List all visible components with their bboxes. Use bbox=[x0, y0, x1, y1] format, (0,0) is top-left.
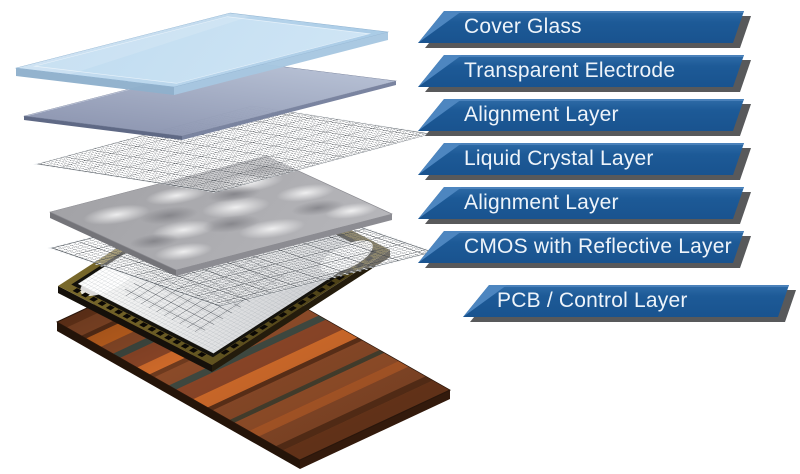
banner-label: Liquid Crystal Layer bbox=[464, 147, 654, 170]
banner-label: Alignment Layer bbox=[464, 103, 619, 126]
electrode-side-right bbox=[182, 81, 396, 140]
banner-ribbon bbox=[418, 143, 744, 175]
glass-top-face bbox=[14, 12, 390, 88]
cmos-side-left bbox=[58, 286, 212, 372]
banner-fold-accent bbox=[418, 231, 462, 263]
banner-fold-accent bbox=[418, 187, 462, 219]
banner-fold-accent bbox=[418, 55, 462, 87]
banner-label: Alignment Layer bbox=[464, 191, 619, 214]
banner-alignment-layer-top: Alignment Layer bbox=[418, 99, 751, 136]
alignment-mesh-top-graphic bbox=[33, 104, 435, 194]
banner-alignment-layer-bottom: Alignment Layer bbox=[418, 187, 751, 224]
liquid-crystal-slab-graphic bbox=[49, 155, 393, 276]
banner-ribbon bbox=[418, 99, 744, 131]
lc-top-face bbox=[49, 155, 393, 271]
lc-side-left bbox=[50, 212, 176, 276]
glass-side-right bbox=[174, 32, 388, 95]
pcb-side-right bbox=[300, 390, 450, 469]
banner-ribbon bbox=[418, 55, 744, 87]
banner-cmos-reflective-layer: CMOS with Reflective Layer bbox=[418, 231, 751, 268]
banner-cover-glass: Cover Glass bbox=[418, 11, 751, 48]
banner-label: PCB / Control Layer bbox=[497, 289, 688, 312]
glass-side-left bbox=[16, 68, 174, 95]
banner-fold-accent bbox=[418, 143, 462, 175]
banner-transparent-electrode: Transparent Electrode bbox=[418, 55, 751, 92]
banner-label: Transparent Electrode bbox=[464, 59, 676, 82]
cover-glass-graphic bbox=[14, 12, 390, 95]
cmos-side-right bbox=[212, 250, 390, 372]
banner-pcb-control-layer: PCB / Control Layer bbox=[463, 285, 796, 322]
banner-fold-accent bbox=[418, 11, 462, 43]
banner-label: CMOS with Reflective Layer bbox=[464, 235, 732, 258]
electrode-side-left bbox=[24, 116, 182, 140]
lc-side-right bbox=[176, 214, 392, 276]
banner-fold-accent bbox=[418, 99, 462, 131]
banner-ribbon bbox=[418, 187, 744, 219]
pcb-side-left bbox=[57, 322, 300, 469]
banner-liquid-crystal-layer: Liquid Crystal Layer bbox=[418, 143, 751, 180]
banner-label: Cover Glass bbox=[464, 15, 582, 38]
